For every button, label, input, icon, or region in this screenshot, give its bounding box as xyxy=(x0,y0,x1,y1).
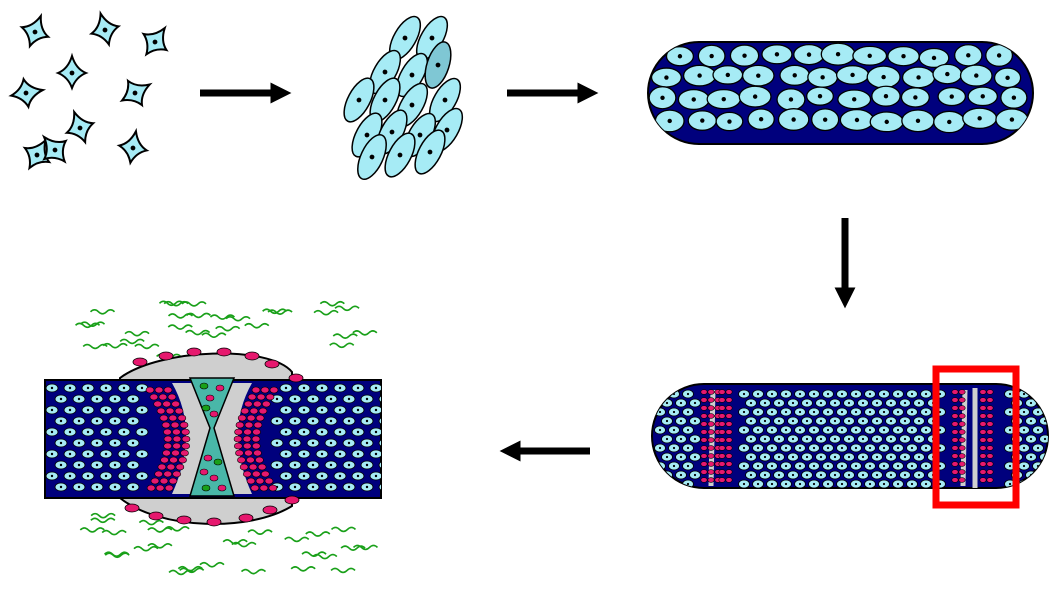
cell-icon xyxy=(119,78,153,108)
cell-icon xyxy=(424,41,452,89)
cell-icon xyxy=(41,134,68,164)
cell-icon xyxy=(19,12,51,49)
cell-icon xyxy=(357,134,387,180)
cell-icon xyxy=(88,10,122,48)
stage-scattered-cells xyxy=(8,10,169,171)
cell-icon xyxy=(414,129,446,175)
cell-icon xyxy=(141,25,169,57)
cell-icon xyxy=(55,52,89,91)
interzone xyxy=(188,377,236,497)
cell-icon xyxy=(384,132,416,178)
cell-icon xyxy=(64,108,96,145)
stage-joint-cavitation xyxy=(44,300,382,576)
cell-icon xyxy=(343,77,375,123)
highlight-box xyxy=(932,365,1020,509)
stage-segmenting-rod xyxy=(651,365,1049,509)
stage-condensation xyxy=(343,15,464,180)
cell-icon xyxy=(8,76,47,110)
cell-icon xyxy=(116,127,150,166)
stage-cartilage-rod xyxy=(647,41,1034,145)
cell-icon xyxy=(395,52,429,98)
